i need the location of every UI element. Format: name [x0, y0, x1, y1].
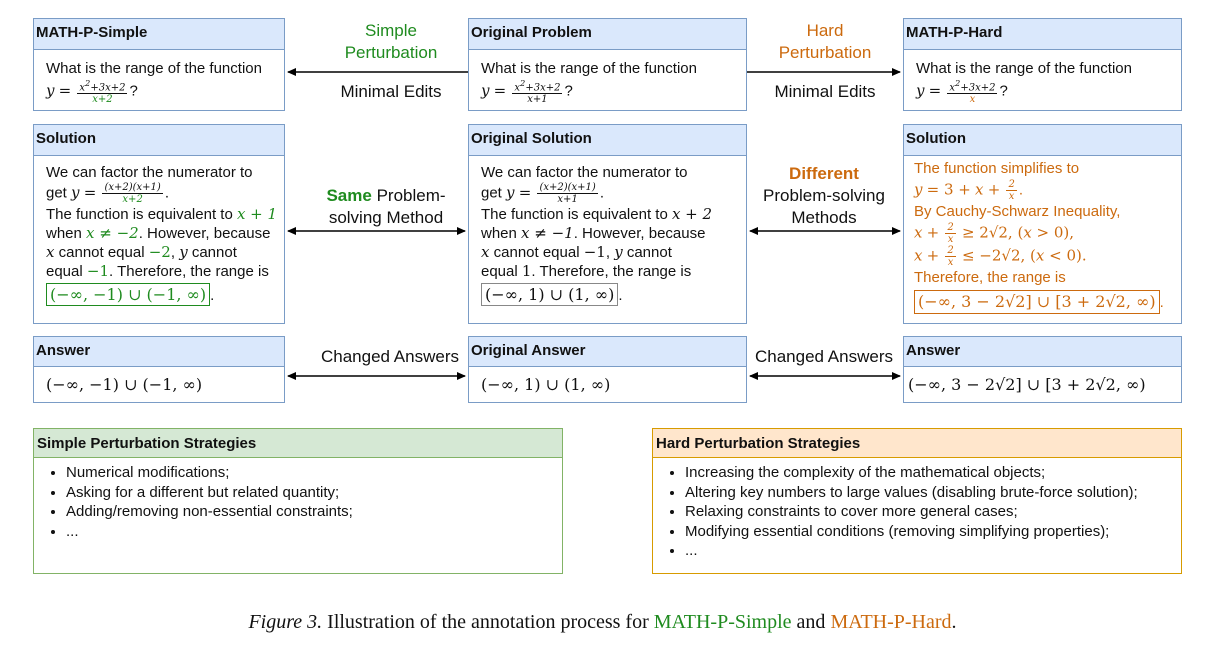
original-problem-text: What is the range of the function	[481, 60, 697, 77]
simple-answer-box: Answer (−∞, −1) ∪ (−1, ∞)	[33, 336, 285, 403]
list-item: Numerical modifications;	[66, 463, 562, 483]
simple-solution-text: We can factor the numerator to get y = (…	[46, 164, 278, 306]
changed-answers-left-label: Changed Answers	[321, 347, 459, 366]
simple-problem-text: What is the range of the function	[46, 60, 262, 77]
hard-solution-title: Solution	[904, 125, 1181, 156]
simple-answer-title: Answer	[34, 337, 284, 367]
list-item: Modifying essential conditions (removing…	[685, 522, 1181, 542]
hard-problem-text: What is the range of the function	[916, 60, 1132, 77]
list-item: Increasing the complexity of the mathema…	[685, 463, 1181, 483]
minimal-edits-right-label: Minimal Edits	[774, 82, 876, 101]
hard-answer-value: (−∞, 3 − 2√2] ∪ [3 + 2√2, ∞)	[908, 375, 1146, 394]
hard-perturbation-label: Hard Perturbation	[778, 21, 872, 62]
different-methods-label: Different Problem-solving Methods	[763, 164, 885, 227]
list-item: ...	[66, 522, 562, 542]
simple-strategies-title: Simple Perturbation Strategies	[34, 429, 562, 458]
simple-answer-value: (−∞, −1) ∪ (−1, ∞)	[46, 375, 203, 394]
changed-answers-right-label: Changed Answers	[755, 347, 893, 366]
hard-solution-box: Solution The function simplifies to y = …	[903, 124, 1182, 324]
simple-problem-title: MATH-P-Simple	[34, 19, 284, 50]
original-answer-title: Original Answer	[469, 337, 746, 367]
list-item: ...	[685, 541, 1181, 561]
figure-caption: Figure 3. Illustration of the annotation…	[248, 611, 957, 633]
list-item: Adding/removing non-essential constraint…	[66, 502, 562, 522]
hard-answer-title: Answer	[904, 337, 1181, 367]
hard-strategies-box: Hard Perturbation Strategies Increasing …	[652, 428, 1182, 574]
simple-solution-title: Solution	[34, 125, 284, 156]
simple-strategies-box: Simple Perturbation Strategies Numerical…	[33, 428, 563, 574]
hard-solution-text: The function simplifies to y = 3 + x + 2…	[914, 159, 1175, 314]
same-method-label: Same Problem- solving Method	[326, 186, 446, 227]
original-solution-box: Original Solution We can factor the nume…	[468, 124, 747, 324]
original-answer-value: (−∞, 1) ∪ (1, ∞)	[481, 375, 611, 394]
original-answer-box: Original Answer (−∞, 1) ∪ (1, ∞)	[468, 336, 747, 403]
hard-problem-title: MATH-P-Hard	[904, 19, 1181, 50]
hard-strategies-title: Hard Perturbation Strategies	[653, 429, 1181, 458]
original-problem-title: Original Problem	[469, 19, 746, 50]
list-item: Altering key numbers to large values (di…	[685, 483, 1181, 503]
hard-answer-box: Answer (−∞, 3 − 2√2] ∪ [3 + 2√2, ∞)	[903, 336, 1182, 403]
original-solution-title: Original Solution	[469, 125, 746, 156]
original-solution-text: We can factor the numerator to get y = (…	[481, 164, 713, 306]
list-item: Asking for a different but related quant…	[66, 483, 562, 503]
simple-perturbation-label: Simple Perturbation	[344, 21, 438, 62]
hard-strategies-list: Increasing the complexity of the mathema…	[653, 463, 1181, 561]
hard-problem-box: MATH-P-Hard What is the range of the fun…	[903, 18, 1182, 111]
simple-strategies-list: Numerical modifications; Asking for a di…	[34, 463, 562, 541]
list-item: Relaxing constraints to cover more gener…	[685, 502, 1181, 522]
minimal-edits-left-label: Minimal Edits	[340, 82, 442, 101]
original-problem-box: Original Problem What is the range of th…	[468, 18, 747, 111]
simple-problem-box: MATH-P-Simple What is the range of the f…	[33, 18, 285, 111]
simple-solution-box: Solution We can factor the numerator to …	[33, 124, 285, 324]
